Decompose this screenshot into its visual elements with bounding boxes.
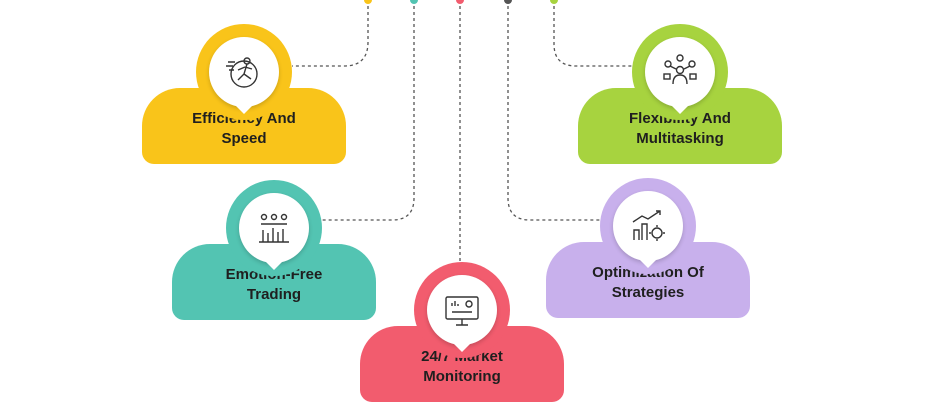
node-head: [600, 178, 696, 274]
node-head: [226, 180, 322, 276]
connector-dot-flexibility: [550, 0, 558, 4]
multitask-person-icon: [663, 54, 697, 85]
connector-dot-emotion: [410, 0, 418, 4]
connector-dot-efficiency: [364, 0, 372, 4]
node-head: [632, 24, 728, 120]
connector-flexibility: [553, 0, 632, 67]
connector-dot-optimization: [504, 0, 512, 4]
connector-optimization: [507, 0, 604, 221]
speed-runner-icon: [226, 57, 258, 88]
node-body: Optimization Of Strategies: [546, 242, 750, 318]
balance-chart-icon: [259, 213, 289, 243]
connector-dot-monitoring: [456, 0, 464, 4]
monitor-24h-icon: [445, 296, 479, 326]
node-head: [414, 262, 510, 358]
connector-emotion: [318, 0, 415, 221]
connector-efficiency: [292, 0, 369, 67]
node-head: [196, 24, 292, 120]
growth-chart-icon: [632, 210, 665, 241]
